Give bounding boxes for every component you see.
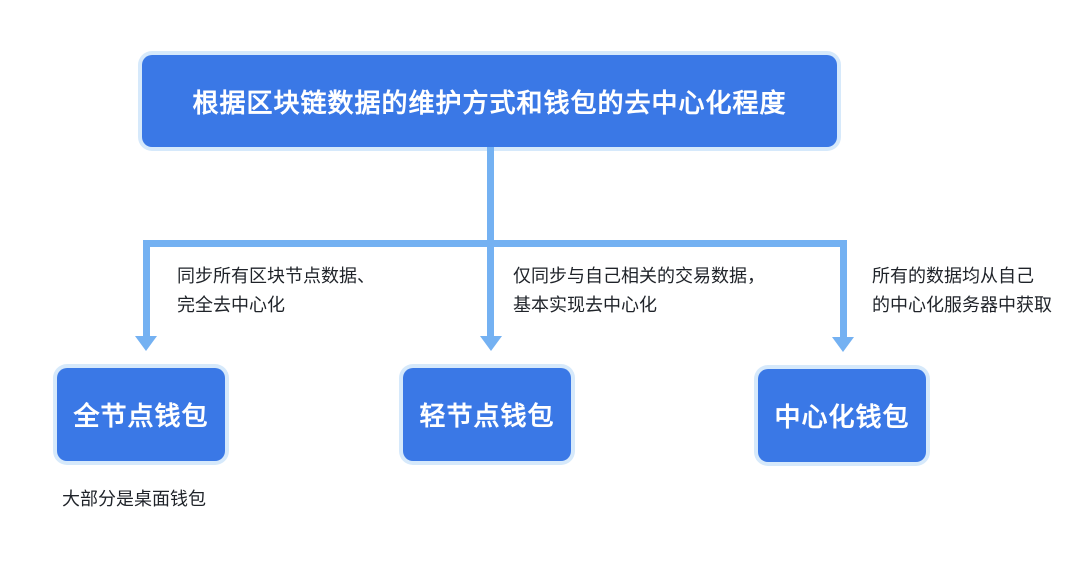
- left-branch-connector-line: [143, 240, 150, 337]
- center-arrowhead-icon: [480, 336, 502, 351]
- node-centralized-wallet: 中心化钱包: [758, 369, 926, 462]
- node-label: 轻节点钱包: [419, 401, 555, 431]
- branch-note-centralized: 所有的数据均从自己 的中心化服务器中获取: [872, 262, 1052, 320]
- horizontal-connector-line: [143, 240, 847, 247]
- root-node: 根据区块链数据的维护方式和钱包的去中心化程度: [142, 55, 837, 147]
- branch-note-line: 完全去中心化: [177, 295, 285, 315]
- node-label: 全节点钱包: [73, 401, 209, 431]
- footnote-desktop-wallet: 大部分是桌面钱包: [62, 489, 206, 509]
- branch-note-line: 所有的数据均从自己: [872, 266, 1034, 286]
- branch-note-line: 基本实现去中心化: [513, 295, 657, 315]
- branch-note-line: 的中心化服务器中获取: [872, 295, 1052, 315]
- right-branch-connector-line: [840, 240, 847, 338]
- node-label: 中心化钱包: [774, 402, 910, 432]
- branch-note-full-node: 同步所有区块节点数据、 完全去中心化: [177, 262, 375, 320]
- node-full-node-wallet: 全节点钱包: [57, 368, 225, 461]
- right-arrowhead-icon: [832, 337, 854, 352]
- left-arrowhead-icon: [135, 336, 157, 351]
- branch-note-light-node: 仅同步与自己相关的交易数据， 基本实现去中心化: [513, 262, 765, 320]
- node-light-node-wallet: 轻节点钱包: [403, 368, 571, 461]
- branch-note-line: 同步所有区块节点数据、: [177, 266, 375, 286]
- root-node-label: 根据区块链数据的维护方式和钱包的去中心化程度: [192, 87, 787, 118]
- branch-note-line: 仅同步与自己相关的交易数据，: [513, 266, 765, 286]
